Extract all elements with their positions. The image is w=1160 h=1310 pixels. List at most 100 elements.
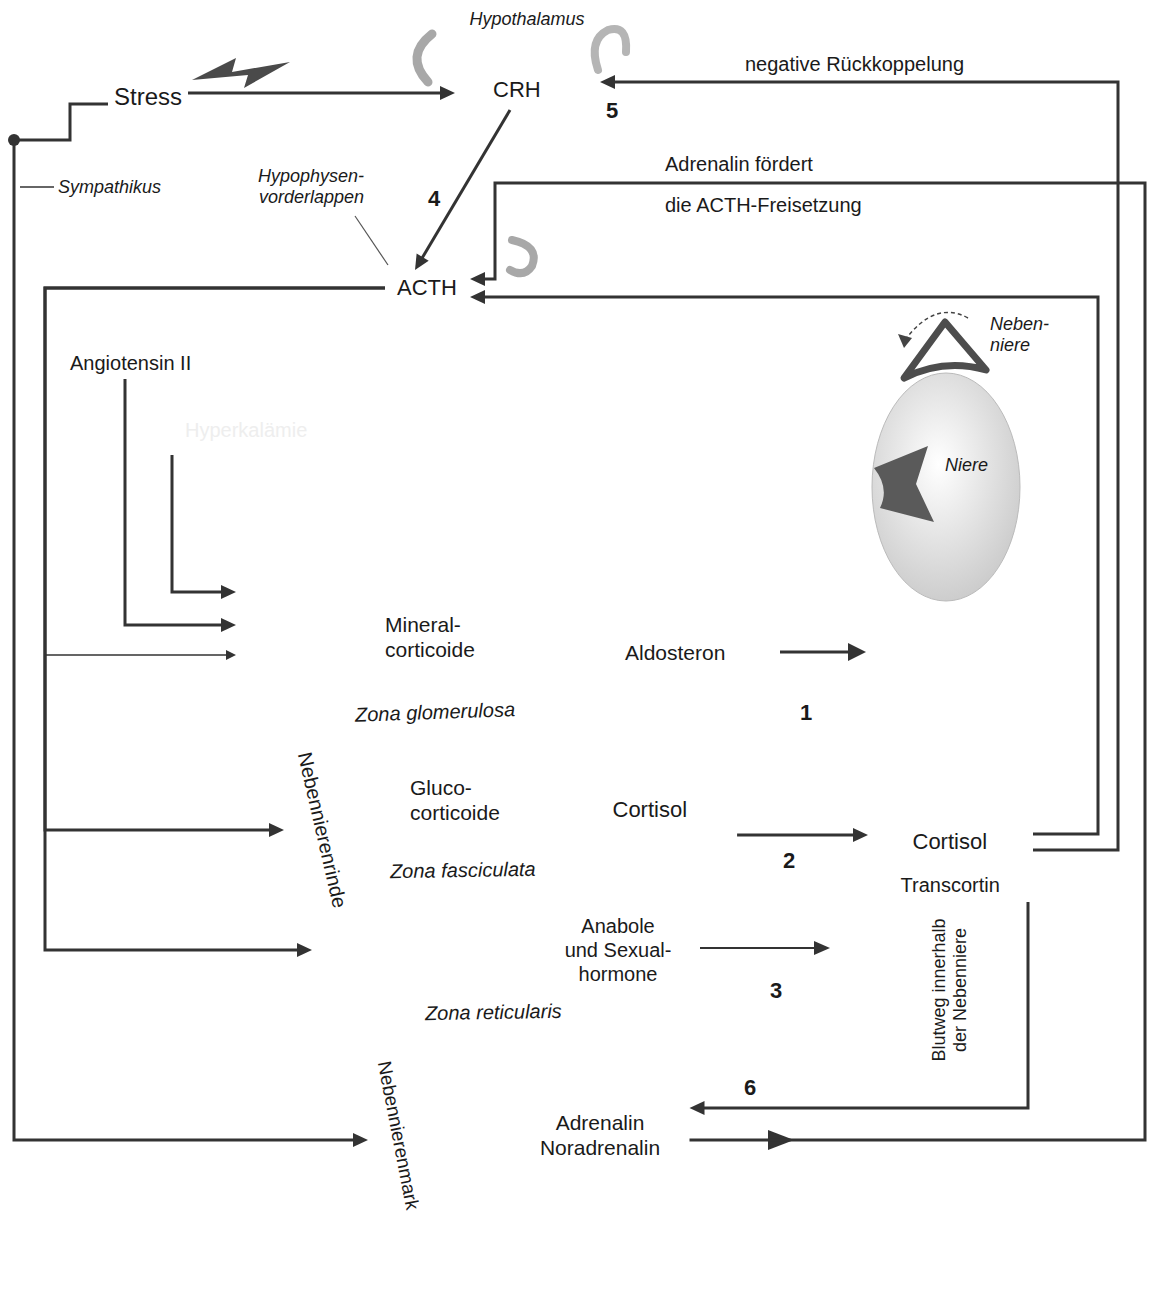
effect-label: die ACTH-Freisetzung — [665, 193, 862, 217]
cortex-side-face — [218, 545, 410, 1040]
organ-label: Hypophysen- vorderlappen — [246, 166, 364, 208]
callout-number: 3 — [770, 978, 782, 1004]
arrow-head — [221, 585, 236, 599]
pathway-label: Blutweg innerhalb der Nebenniere — [929, 911, 971, 1069]
leader-line — [355, 216, 388, 265]
pituitary-shape — [510, 240, 534, 273]
hormone-class: Gluco- corticoide — [410, 775, 522, 825]
callout-number: 2 — [783, 848, 795, 874]
stimulus-text: Hyperkalämie — [185, 418, 307, 442]
connector — [125, 379, 236, 632]
stimulus-node: Angiotensin II — [65, 345, 235, 379]
organ-label: Niere — [945, 454, 988, 476]
connector-line — [45, 288, 385, 655]
hypothalamus-shape — [417, 34, 432, 82]
hormone-oval-shape — [870, 813, 1030, 871]
connector — [188, 86, 455, 100]
connector-line — [45, 288, 385, 950]
zone-boundary — [259, 720, 340, 752]
arrow-head — [221, 618, 236, 632]
connector-line — [14, 104, 358, 1140]
hormone-oval: Adrenalin Noradrenalin — [511, 1096, 690, 1174]
connector — [45, 288, 385, 837]
connector-line — [125, 379, 226, 625]
connector — [45, 288, 385, 957]
arrow-head — [600, 75, 615, 89]
callout-number: 6 — [744, 1075, 756, 1101]
hormone-oval: Anabole und Sexual- hormone — [546, 906, 691, 994]
connector — [172, 455, 236, 599]
organ-label: Neben- niere — [990, 314, 1056, 356]
arrow-head — [269, 823, 284, 837]
callout-number: 1 — [800, 700, 812, 726]
cortex-zone: Mineral- corticoideZona glomerulosaAldos… — [236, 570, 822, 750]
callout-number: 4 — [428, 186, 440, 212]
cortex-zone: Gluco- corticoideZona fasciculata Cortiso… — [284, 755, 817, 895]
output-arrow-head — [814, 941, 830, 955]
hormone-name: Aldosteron — [625, 640, 725, 665]
hormone-oval-shape — [547, 907, 690, 993]
hormone-name: Adrenalin Noradrenalin — [533, 1110, 668, 1160]
medulla-front-face — [415, 1058, 712, 1292]
kidney-shape — [872, 373, 1020, 601]
stimulus-box: Hyperkalämie — [148, 405, 345, 455]
organ-name: Hypothalamus — [470, 8, 585, 30]
cortex-zone: Zona reticularisAnabole und Sexual- horm… — [312, 903, 807, 1037]
cortex-top-face — [218, 536, 832, 568]
hormone-oval: Cortisol — [563, 767, 738, 853]
arrow-head — [226, 650, 236, 660]
hormone-name: Angiotensin II — [70, 351, 191, 375]
node-text: Stress — [114, 82, 182, 111]
carrier-name: Transcortin — [901, 873, 1000, 897]
hormone-oval: CortisolTranscortin — [868, 812, 1033, 902]
feedback-label: negative Rückkoppelung — [745, 52, 964, 76]
medulla-block: NebennierenmarkAdrenalin Noradrenalin — [368, 1040, 715, 1296]
arrow-head — [415, 254, 429, 270]
connector-line — [481, 183, 1146, 1140]
output-arrow — [700, 947, 816, 949]
zoom-arrow — [905, 312, 968, 340]
connector — [737, 828, 868, 842]
hypothalamus-node: HypothalamusCRH — [455, 4, 600, 110]
hormone-class: Mineral- corticoide — [385, 612, 497, 662]
cortex-block: NebennierenrindeMineral- corticoideZona … — [218, 535, 835, 1045]
zone-boundary — [377, 893, 813, 900]
arrow-head — [470, 290, 485, 304]
connector-line — [611, 82, 1119, 850]
hormone-name: CRH — [493, 77, 541, 103]
hormone-name: ACTH — [397, 275, 457, 301]
kidney-hilum — [874, 446, 934, 522]
connector-line — [188, 92, 444, 95]
arrow-head — [353, 1133, 368, 1147]
arrow-head — [440, 86, 455, 100]
region-name: Nebennierenrinde — [292, 750, 351, 910]
hormone-oval-shape — [512, 1097, 689, 1173]
arrow-head — [470, 272, 485, 286]
zone-boundary — [340, 735, 822, 752]
stimulus-node: Stress — [108, 78, 188, 115]
blob-shape — [511, 1096, 690, 1174]
leader-line — [20, 186, 54, 188]
zoom-arrow-head — [898, 334, 912, 348]
medulla-side-face — [350, 1045, 462, 1292]
connector-line — [172, 455, 226, 592]
output-arrow-head — [848, 643, 866, 661]
hormone-node: ACTH — [385, 270, 470, 306]
arrow-head — [690, 1101, 705, 1115]
zone-name: Zona fasciculata — [390, 857, 536, 884]
nerve-label: Sympathikus — [58, 176, 161, 198]
connector — [470, 290, 1098, 834]
connector-line — [737, 834, 857, 837]
connector-line — [700, 902, 1028, 1108]
arrow-head — [297, 943, 312, 957]
medulla-top-face — [350, 1043, 712, 1068]
output-arrow — [780, 651, 852, 654]
hormone-oval-shape — [584, 627, 766, 678]
hormone-name: Cortisol — [913, 829, 988, 855]
hormone-name: Anabole und Sexual- hormone — [564, 914, 673, 986]
hormone-oval-shape — [564, 768, 737, 852]
connector-line — [45, 288, 385, 830]
connector — [600, 75, 1118, 850]
hormone-name: Cortisol — [613, 797, 688, 823]
